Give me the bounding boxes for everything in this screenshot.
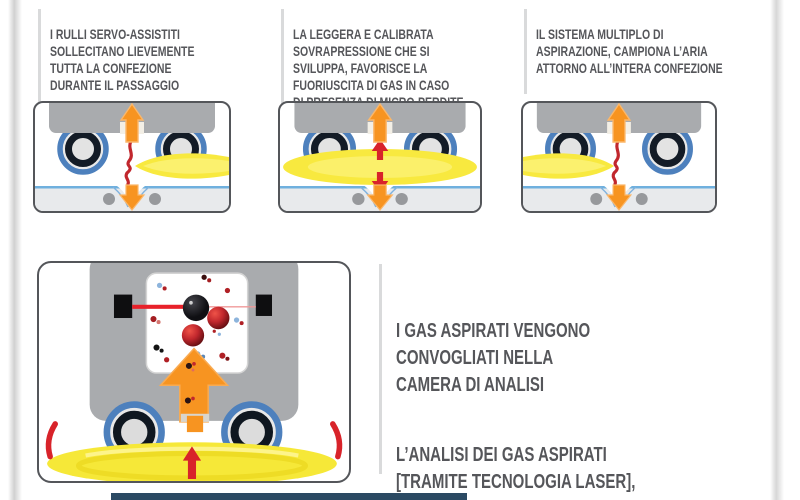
- gas-molecules: [150, 274, 244, 363]
- conveyor-roller-dot: [352, 193, 365, 205]
- gas-swirl-left: [45, 421, 58, 460]
- laser-detector-icon: [255, 294, 273, 316]
- conveyor-roller-dot: [149, 193, 161, 205]
- overpressure-illustration: [278, 101, 482, 213]
- servo-rollers-illustration: [33, 101, 231, 213]
- press-arrow-icon: [606, 103, 632, 143]
- roller-left-icon: [57, 123, 109, 175]
- molecule-large-red: [181, 324, 205, 347]
- pressure-arrow-up-icon: [371, 139, 389, 160]
- caption-analysis-inner: I GAS ASPIRATI VENGONO CONVOGLIATI NELLA…: [396, 291, 785, 500]
- conveyor-roller-dot: [590, 193, 603, 205]
- caption-air-sampling-text: IL SISTEMA MULTIPLO DI ASPIRAZIONE, CAMP…: [536, 26, 723, 76]
- micro-leak-crack: [611, 139, 620, 186]
- conveyor-roller-dot: [395, 193, 408, 205]
- left-page-shadow: [8, 0, 22, 500]
- laser-beam: [132, 304, 197, 309]
- press-arrow-icon: [119, 103, 145, 143]
- molecule-large-dark: [182, 294, 210, 322]
- gas-rise-arrow-icon: [182, 446, 202, 479]
- caption-overpressure-text: LA LEGGERA E CALIBRATA SOVRAPRESSIONE CH…: [293, 26, 464, 110]
- pressure-arrow-down-icon: [371, 172, 389, 193]
- caption-air-sampling: IL SISTEMA MULTIPLO DI ASPIRAZIONE, CAMP…: [524, 9, 776, 94]
- analysis-chamber-illustration: [37, 261, 351, 483]
- caption-laser-analysis-text: L’ANALISI DEI GAS ASPIRATI [TRAMITE TECN…: [396, 444, 647, 500]
- footer-bar: [111, 493, 467, 500]
- caption-analysis: I GAS ASPIRATI VENGONO CONVOGLIATI NELLA…: [379, 264, 786, 500]
- analysis-chamber-drawing: [45, 263, 343, 481]
- caption-servo-rollers: I RULLI SERVO-ASSISTITI SOLLECITANO LIEV…: [38, 9, 265, 111]
- servo-rollers-drawing: [35, 103, 229, 211]
- air-sampling-illustration: [521, 101, 717, 213]
- suction-arrow-icon: [366, 184, 394, 211]
- caption-servo-rollers-text: I RULLI SERVO-ASSISTITI SOLLECITANO LIEV…: [50, 26, 195, 93]
- air-sampling-drawing: [523, 103, 715, 211]
- press-arrow-icon: [367, 103, 393, 143]
- conveyor-roller-dot: [635, 193, 648, 205]
- suction-arrow-icon: [605, 184, 633, 211]
- caption-gas-conveyed-text: I GAS ASPIRATI VENGONO CONVOGLIATI NELLA…: [396, 320, 591, 396]
- micro-leak-crack: [124, 139, 133, 186]
- molecule-large-red: [207, 306, 230, 330]
- laser-emitter-icon: [113, 294, 133, 319]
- overpressure-drawing: [280, 103, 480, 211]
- molecules-in-arrow: [184, 362, 196, 404]
- conveyor-roller-dot: [103, 193, 115, 205]
- gas-swirl-right: [330, 421, 343, 460]
- suction-arrow-icon: [118, 184, 146, 211]
